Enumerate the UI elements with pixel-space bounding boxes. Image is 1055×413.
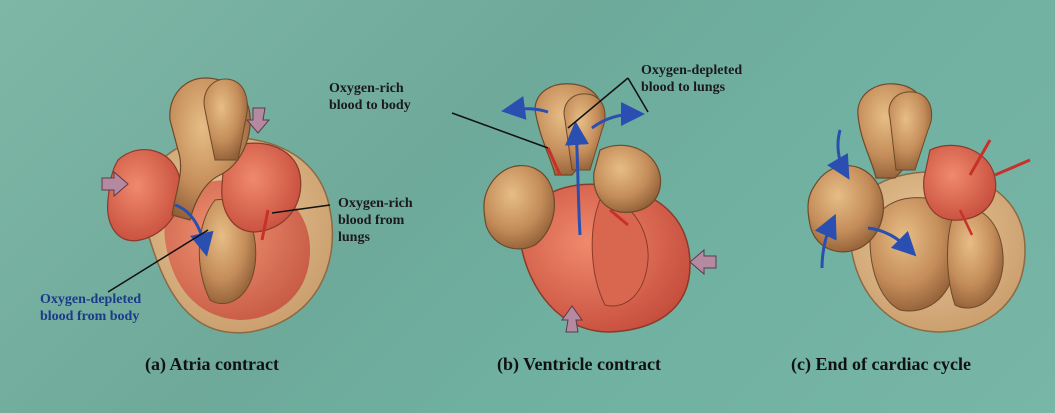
heart-b-press-arrow-right: [690, 250, 716, 274]
heart-c-red-vessel-2: [995, 160, 1030, 175]
caption-atria-contract: (a) Atria contract: [145, 354, 279, 375]
label-oxygen-depleted-blood-to-lungs: Oxygen-depleted blood to lungs: [641, 62, 742, 96]
heart-c-right-atrium: [808, 166, 883, 252]
heart-b-right-atrium: [484, 166, 555, 249]
caption-end-of-cardiac-cycle: (c) End of cardiac cycle: [791, 354, 971, 375]
heart-c-pulmonary: [889, 92, 932, 170]
label-oxygen-depleted-blood-from-body: Oxygen-depleted blood from body: [40, 291, 141, 325]
heart-b-blue-arrow-left: [510, 109, 548, 112]
label-oxygen-rich-blood-from-lungs: Oxygen-rich blood from lungs: [338, 195, 413, 246]
caption-ventricle-contract: (b) Ventricle contract: [497, 354, 661, 375]
leader-line-oxy-rich-body: [452, 113, 548, 148]
heart-b-left-atrium: [594, 145, 661, 212]
heart-c: [808, 84, 1030, 332]
heart-c-left-atrium: [924, 145, 996, 220]
heart-b: [484, 84, 716, 332]
label-oxygen-rich-blood-to-body: Oxygen-rich blood to body: [329, 80, 411, 114]
